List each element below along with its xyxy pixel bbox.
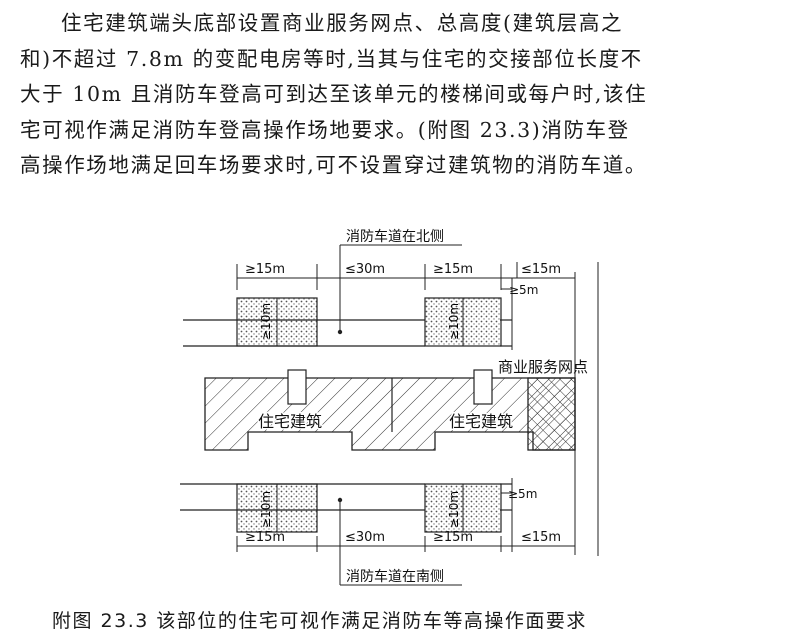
figure-caption: 附图 23.3 该部位的住宅可视作满足消防车等高操作面要求 xyxy=(52,610,587,632)
operation-pad-south-2 xyxy=(424,483,502,533)
operation-pad-north-1 xyxy=(236,297,318,347)
pad-depth-label: ≥10m xyxy=(447,491,461,528)
description-paragraph: 住宅建筑端头底部设置商业服务网点、总高度(建筑层高之 和)不超过 7.8m 的变… xyxy=(20,6,780,184)
dimension-label: ≤30m xyxy=(345,262,385,277)
paragraph-line: 住宅建筑端头底部设置商业服务网点、总高度(建筑层高之 xyxy=(61,11,624,35)
dimension-label: ≥5m xyxy=(509,283,538,297)
commercial-service-unit xyxy=(527,377,576,451)
dimension-label: ≥15m xyxy=(433,262,473,277)
pad-depth-label: ≥10m xyxy=(259,303,273,340)
residential-building xyxy=(204,369,576,451)
bottom-dimension-line xyxy=(236,536,575,552)
dimension-label: ≥5m xyxy=(508,487,537,501)
north-road-label: 消防车道在北侧 xyxy=(346,228,444,245)
top-dimension-line xyxy=(236,262,575,290)
dimension-label: ≥15m xyxy=(433,530,473,545)
dimension-label: ≤15m xyxy=(521,530,561,545)
building-label: 住宅建筑 xyxy=(258,412,322,431)
dimension-label: ≥15m xyxy=(245,530,285,545)
pad-depth-label: ≥10m xyxy=(259,491,273,528)
paragraph-line: 宅可视作满足消防车登高操作场地要求。(附图 23.3)消防车登 xyxy=(20,117,630,142)
paragraph-line: 大于 10m 且消防车登高可到达至该单元的楼梯间或每户时,该住 xyxy=(20,82,648,106)
pad-depth-label: ≥10m xyxy=(447,303,461,340)
dimension-label: ≤15m xyxy=(521,262,561,277)
commercial-label: 商业服务网点 xyxy=(498,358,588,376)
stair-core-1 xyxy=(287,369,307,405)
building-label: 住宅建筑 xyxy=(449,412,513,431)
paragraph-line: 高操作场地满足回车场要求时,可不设置穿过建筑物的消防车道。 xyxy=(20,153,647,177)
operation-pad-south-1 xyxy=(236,483,318,533)
dimension-label: ≤30m xyxy=(345,530,385,545)
stair-core-2 xyxy=(473,369,493,405)
dimension-label: ≥15m xyxy=(245,262,285,277)
operation-pad-north-2 xyxy=(424,297,502,347)
paragraph-line: 和)不超过 7.8m 的变配电房等时,当其与住宅的交接部位长度不 xyxy=(20,46,643,71)
south-road-label: 消防车道在南侧 xyxy=(346,568,444,585)
